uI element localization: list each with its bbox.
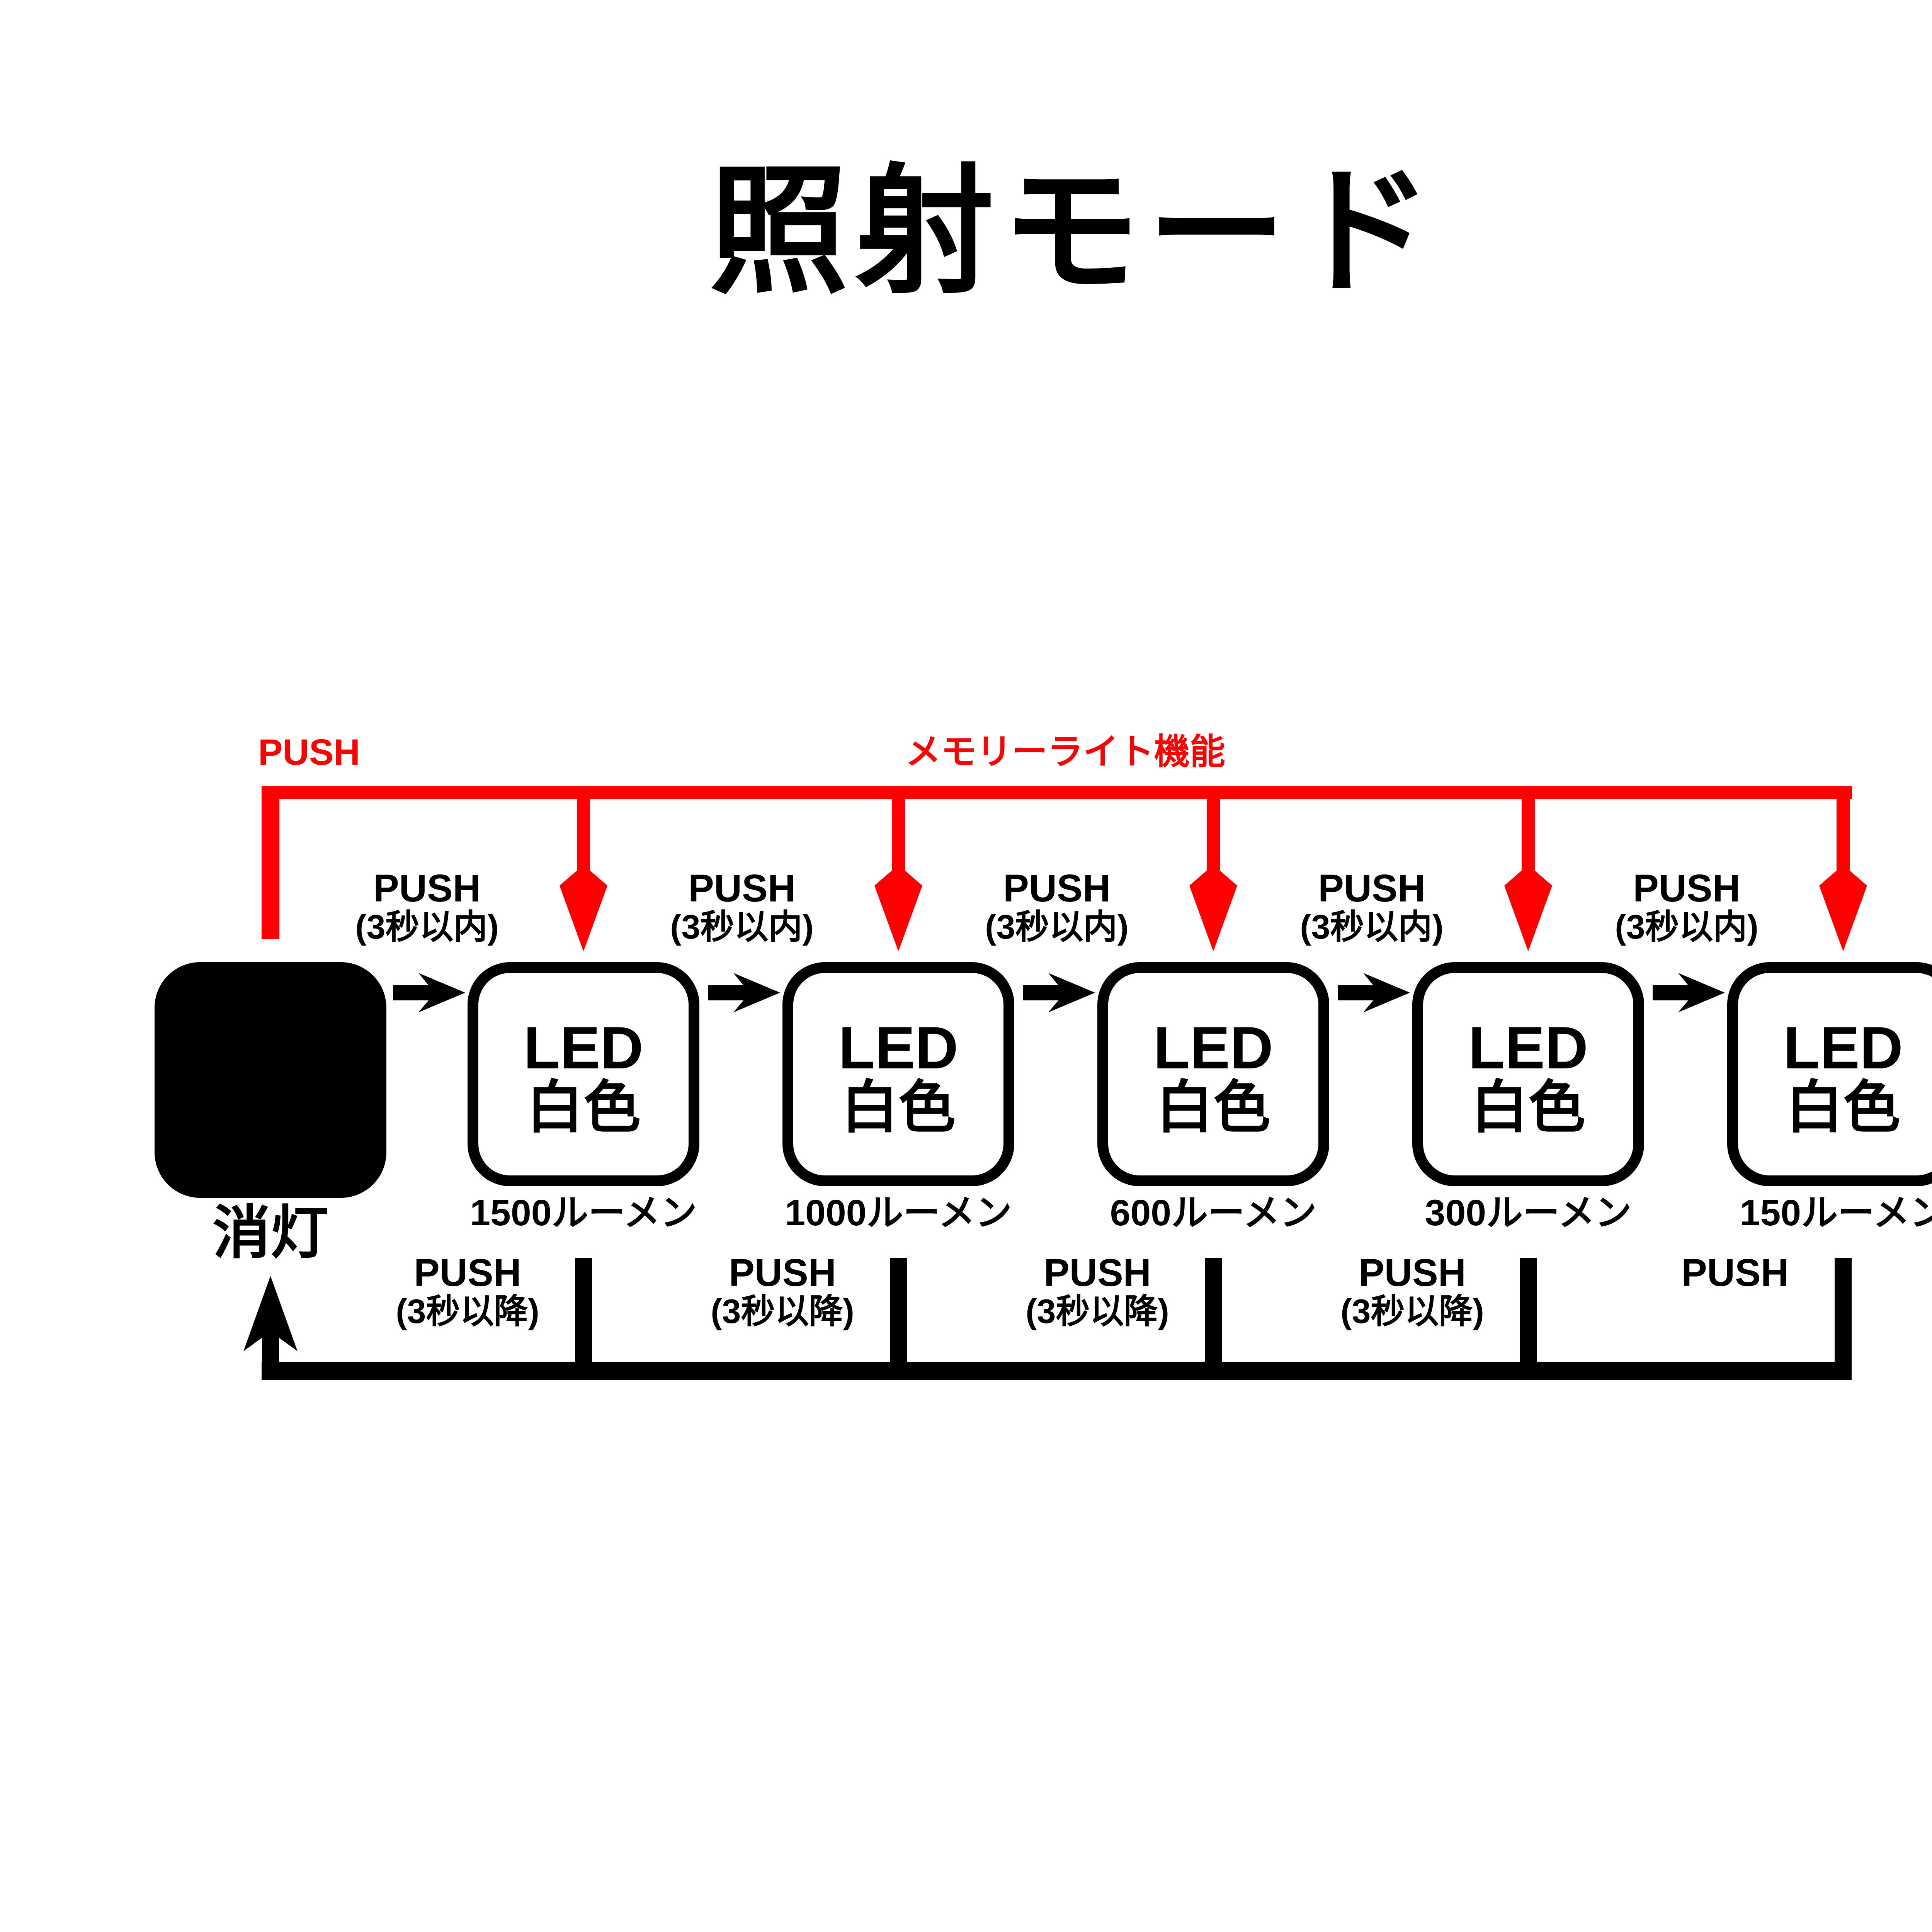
forward-step-push: PUSH (688, 867, 796, 910)
led-box-line1: LED (1153, 1014, 1273, 1081)
memory-arrow-down-icon (1189, 786, 1237, 951)
return-drop-line (1835, 1258, 1852, 1380)
memory-line-bar (262, 786, 1852, 799)
forward-arrow-icon (708, 973, 780, 1012)
page-title: 照射モード (709, 154, 1439, 310)
forward-step-time: (3秒以内) (670, 908, 814, 946)
back-step-push: PUSH (414, 1251, 521, 1294)
return-drop-line (1520, 1258, 1537, 1380)
led-box-line2: 白色 (1156, 1075, 1270, 1139)
forward-step-label: PUSH (3秒以内) (1300, 869, 1444, 946)
led-box-line2: 白色 (526, 1075, 641, 1139)
lumen-label: 600ルーメン (1110, 1192, 1317, 1233)
led-box: LED 白色 (1097, 962, 1329, 1186)
forward-step-push: PUSH (1003, 867, 1111, 910)
lumen-label: 1500ルーメン (470, 1192, 697, 1233)
back-step-label: PUSH (3秒以降) (711, 1253, 854, 1331)
forward-step-label: PUSH (3秒以内) (355, 869, 499, 946)
memory-arrow-down-icon (560, 786, 607, 951)
forward-step-label: PUSH (3秒以内) (670, 869, 814, 946)
forward-arrow-icon (393, 973, 465, 1012)
led-box-line1: LED (1783, 1014, 1903, 1081)
memory-push-label: PUSH (258, 732, 360, 773)
led-box-line1: LED (838, 1014, 958, 1081)
led-box: LED 白色 (782, 962, 1014, 1186)
back-step-time: (3秒以降) (711, 1292, 854, 1330)
lumen-label: 150ルーメン (1740, 1192, 1932, 1233)
forward-step-time: (3秒以内) (985, 908, 1129, 946)
forward-step-label: PUSH (3秒以内) (985, 869, 1129, 946)
forward-arrow-icon (1653, 973, 1725, 1012)
back-step-time: (3秒以降) (1026, 1292, 1169, 1330)
led-box-line2: 白色 (841, 1075, 956, 1139)
led-box-line2: 白色 (1786, 1075, 1900, 1139)
memory-arrow-down-icon (1819, 786, 1867, 951)
forward-step-label: PUSH (3秒以内) (1615, 869, 1759, 946)
back-step-push: PUSH (1681, 1251, 1789, 1294)
return-line-bar (262, 1362, 1852, 1380)
return-drop-line (575, 1258, 592, 1380)
power-box (155, 962, 386, 1198)
off-label: 消灯 (212, 1200, 329, 1265)
back-step-label: PUSH (3秒以降) (1340, 1253, 1484, 1331)
forward-step-time: (3秒以内) (355, 908, 499, 946)
forward-step-push: PUSH (1318, 867, 1425, 910)
memory-line-left-drop (262, 786, 279, 939)
forward-arrow-icon (1338, 973, 1410, 1012)
led-box: LED 白色 (1727, 962, 1932, 1186)
forward-step-time: (3秒以内) (1300, 908, 1444, 946)
forward-step-push: PUSH (1633, 867, 1740, 910)
forward-step-time: (3秒以内) (1615, 908, 1759, 946)
back-last-label: PUSH (1681, 1253, 1789, 1293)
memory-arrow-down-icon (874, 786, 922, 951)
return-drop-line (890, 1258, 907, 1380)
forward-arrow-icon (1023, 973, 1095, 1012)
memory-function-label: メモリーライト機能 (905, 732, 1226, 772)
led-box-line1: LED (1468, 1014, 1588, 1081)
lumen-label: 300ルーメン (1425, 1192, 1632, 1233)
led-box: LED 白色 (468, 962, 699, 1186)
return-arrow-up-icon (243, 1276, 298, 1380)
led-box-line2: 白色 (1471, 1075, 1585, 1139)
led-box-line1: LED (524, 1014, 643, 1081)
forward-step-push: PUSH (373, 867, 481, 910)
led-box: LED 白色 (1412, 962, 1644, 1186)
return-drop-line (1205, 1258, 1222, 1380)
back-step-label: PUSH (3秒以降) (396, 1253, 539, 1331)
back-step-push: PUSH (1359, 1251, 1466, 1294)
back-step-time: (3秒以降) (1340, 1292, 1484, 1330)
lumen-label: 1000ルーメン (785, 1192, 1012, 1233)
back-step-time: (3秒以降) (396, 1292, 539, 1330)
back-step-push: PUSH (729, 1251, 836, 1294)
back-step-label: PUSH (3秒以降) (1026, 1253, 1169, 1331)
back-step-push: PUSH (1044, 1251, 1151, 1294)
memory-arrow-down-icon (1504, 786, 1552, 951)
